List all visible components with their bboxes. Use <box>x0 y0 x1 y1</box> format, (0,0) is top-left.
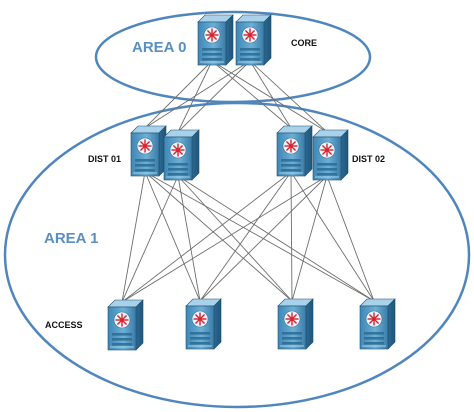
link-core-1-dist-1a <box>144 60 213 129</box>
link-dist-1b-access-4 <box>177 175 375 302</box>
router-switch-icon-dist-2a[interactable] <box>276 125 313 177</box>
access-label: ACCESS <box>45 320 83 330</box>
link-dist-2a-access-2 <box>199 171 292 302</box>
devices-layer <box>107 14 396 351</box>
link-core-2-dist-2a <box>249 60 292 129</box>
link-dist-2b-access-4 <box>326 175 375 302</box>
link-dist-1b-access-2 <box>177 175 201 302</box>
link-core-1-dist-2a <box>211 60 292 129</box>
link-dist-2b-access-2 <box>199 175 328 302</box>
link-dist-1a-access-3 <box>144 171 293 302</box>
router-switch-icon-core-2[interactable] <box>235 14 272 66</box>
link-dist-2a-access-4 <box>290 171 375 302</box>
router-switch-icon-dist-1b[interactable] <box>163 129 200 181</box>
link-dist-1a-access-1 <box>121 171 146 303</box>
link-dist-2a-access-3 <box>290 171 293 302</box>
link-dist-1a-access-2 <box>144 171 201 302</box>
link-core-2-dist-2b <box>249 60 328 133</box>
area-1-boundary <box>3 101 471 409</box>
router-switch-icon-access-4[interactable] <box>359 298 396 350</box>
link-dist-2a-access-1 <box>121 171 292 303</box>
dist-02-label: DIST 02 <box>352 154 385 164</box>
router-switch-icon-dist-1a[interactable] <box>130 125 167 177</box>
link-core-2-dist-1a <box>144 60 251 129</box>
link-dist-2b-access-3 <box>291 175 328 302</box>
core-label: CORE <box>291 38 317 48</box>
link-core-1-dist-2b <box>211 60 328 133</box>
area-1-label: AREA 1 <box>44 230 98 247</box>
dist-01-label: DIST 01 <box>88 154 121 164</box>
area-0-label: AREA 0 <box>132 39 186 56</box>
link-core-2-dist-1b <box>177 60 251 133</box>
link-dist-2b-access-1 <box>121 175 328 303</box>
router-switch-icon-core-1[interactable] <box>197 14 234 66</box>
router-switch-icon-access-2[interactable] <box>185 298 222 350</box>
link-dist-1b-access-3 <box>177 175 293 302</box>
links-layer <box>121 60 375 303</box>
router-switch-icon-access-1[interactable] <box>107 299 144 351</box>
link-dist-1b-access-1 <box>121 175 179 303</box>
router-switch-icon-dist-2b[interactable] <box>312 129 349 181</box>
router-switch-icon-access-3[interactable] <box>277 298 314 350</box>
link-dist-1a-access-4 <box>144 171 375 302</box>
